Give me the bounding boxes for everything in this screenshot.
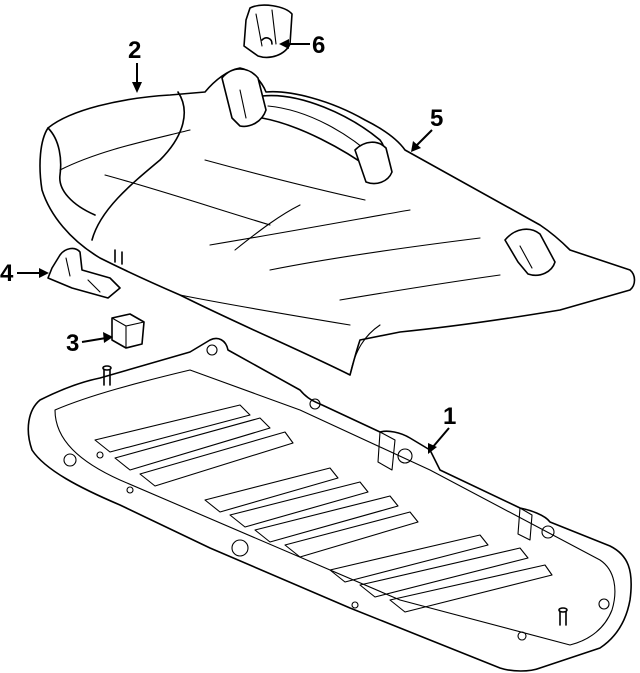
callout-3-label: 3 bbox=[66, 330, 79, 357]
callout-2: 2 bbox=[128, 37, 142, 93]
callout-6-label: 6 bbox=[312, 32, 325, 59]
hook-part bbox=[243, 4, 293, 59]
callout-4-label: 4 bbox=[0, 260, 14, 287]
clip-part bbox=[111, 313, 145, 349]
callout-6: 6 bbox=[279, 32, 325, 59]
seat-cushion bbox=[39, 67, 636, 376]
bracket-part bbox=[47, 247, 121, 299]
lower-pan bbox=[27, 337, 632, 672]
callout-1: 1 bbox=[428, 403, 456, 454]
callout-5-label: 5 bbox=[430, 105, 443, 132]
callout-4: 4 bbox=[0, 260, 49, 287]
callout-2-label: 2 bbox=[128, 37, 141, 64]
callout-5: 5 bbox=[411, 105, 443, 152]
callout-3: 3 bbox=[66, 330, 113, 357]
callout-1-label: 1 bbox=[443, 403, 456, 430]
